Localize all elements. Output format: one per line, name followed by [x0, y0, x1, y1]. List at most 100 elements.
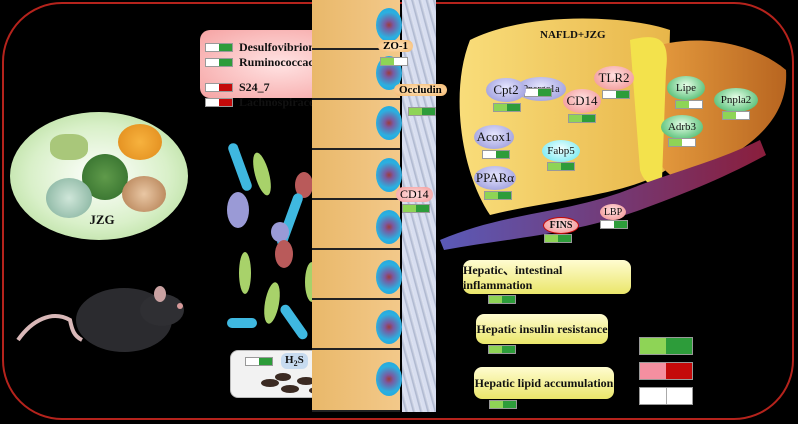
- feces-pellet: [297, 377, 315, 385]
- gene-label: CD14: [566, 93, 598, 108]
- feces-pellet: [275, 373, 291, 381]
- legend-swatch-red: [639, 362, 693, 380]
- indicator: [544, 234, 572, 243]
- feces-pellet: [261, 379, 279, 387]
- herb-leaves: [50, 134, 88, 160]
- nucleus: [376, 106, 402, 140]
- indicator: [205, 98, 233, 107]
- outcome-insulin-resistance: Hepatic insulin resistance: [476, 314, 608, 344]
- flagellated-bacterium: [239, 252, 251, 294]
- outcome-label: Hepatic insulin resistance: [476, 321, 608, 336]
- marker-label: LBP: [603, 206, 623, 218]
- outcome-lipid-accumulation: Hepatic lipid accumulation: [474, 367, 614, 399]
- gene-label: Fabp5: [547, 145, 575, 157]
- indicator: [402, 204, 430, 213]
- outcome-label: Hepatic lipid accumulation: [474, 375, 614, 390]
- indicator: [722, 111, 750, 120]
- nucleus: [376, 310, 402, 344]
- gene-label: Adrb3: [667, 121, 697, 133]
- indicator: [245, 357, 273, 366]
- outcome-label: Hepatic、intestinal inflammation: [463, 263, 563, 292]
- marker-label: FINS: [549, 220, 573, 231]
- marker-lbp: LBP: [600, 204, 626, 220]
- gene-adrb3: Adrb3: [661, 115, 703, 139]
- legend-swatch-green: [639, 337, 693, 355]
- rod-bacterium: [278, 302, 310, 342]
- legend-swatch-white: [639, 387, 693, 405]
- outcome-inflammation: Hepatic、intestinal inflammation: [463, 260, 631, 294]
- nucleus: [376, 158, 402, 192]
- gene-cpt2: Cpt2: [486, 78, 526, 102]
- indicator: [493, 103, 521, 112]
- gene-fabp5: Fabp5: [542, 140, 580, 162]
- epithelial-cell: [312, 350, 402, 412]
- gene-lipe: Lipe: [667, 76, 705, 100]
- indicator: [602, 90, 630, 99]
- epithelial-cell: [312, 150, 402, 200]
- feces-pellet: [281, 385, 299, 393]
- gene-acox1: Acox1: [474, 125, 514, 149]
- indicator: [484, 191, 512, 200]
- epithelial-cell: [312, 300, 402, 350]
- indicator: [205, 58, 233, 67]
- protein-label: Occludin: [394, 84, 447, 96]
- h2s-main: H: [285, 354, 294, 366]
- gene-label: Acox1: [476, 129, 512, 144]
- jzg-label: JZG: [89, 212, 115, 227]
- h2s-sub: 2: [293, 359, 298, 369]
- barrier-protein-cd14: CD14: [396, 187, 433, 213]
- barrier-protein-zo1: ZO-1: [378, 40, 414, 66]
- rod-bacterium: [227, 318, 257, 328]
- rod-bacterium: [226, 141, 254, 193]
- indicator: [408, 107, 436, 116]
- gene-label: TLR2: [598, 70, 630, 85]
- family-name: Ruminococcaceae: [239, 55, 331, 69]
- nucleus: [376, 260, 402, 294]
- gene-label: PPARα: [475, 170, 515, 185]
- gene-label: Cpt2: [493, 82, 519, 97]
- spiky-microbe: [271, 222, 289, 242]
- indicator: [524, 88, 552, 97]
- nucleus: [376, 362, 402, 396]
- marker-fins: FINS: [543, 217, 579, 234]
- indicator: [380, 57, 408, 66]
- spiky-microbe: [275, 240, 293, 268]
- epithelial-cell: [312, 100, 402, 150]
- herb-flowers: [46, 178, 92, 218]
- indicator: [482, 150, 510, 159]
- gene-label: Lipe: [675, 82, 697, 94]
- nucleus: [376, 210, 402, 244]
- indicator: [600, 220, 628, 229]
- herb-slices: [118, 124, 162, 160]
- spiky-microbe: [295, 172, 313, 198]
- indicator: [547, 162, 575, 171]
- gene-ppara: PPARα: [474, 166, 516, 190]
- barrier-protein-occludin: Occludin: [394, 84, 447, 116]
- diagram-title: NAFLD+JZG: [540, 29, 606, 41]
- jzg-herb-plate: JZG: [10, 112, 188, 240]
- epithelial-cell: [312, 200, 402, 250]
- nucleus: [376, 8, 402, 42]
- flagellated-bacterium: [261, 281, 283, 325]
- gene-pnpla2: Pnpla2: [714, 88, 758, 112]
- indicator: [568, 114, 596, 123]
- indicator: [488, 345, 516, 354]
- gene-cd14: CD14: [563, 89, 601, 113]
- mouse-illustration: [16, 286, 184, 352]
- indicator: [489, 400, 517, 409]
- flagellated-bacterium: [249, 150, 275, 198]
- protein-label: ZO-1: [378, 40, 414, 52]
- h2s-label: H2S: [281, 353, 308, 370]
- family-name: S24_7: [239, 80, 270, 94]
- gene-label: Pnpla2: [720, 94, 752, 106]
- indicator: [205, 43, 233, 52]
- indicator: [488, 295, 516, 304]
- indicator: [668, 138, 696, 147]
- h2s-tail: S: [297, 354, 304, 366]
- indicator: [675, 100, 703, 109]
- epithelial-cell: [312, 250, 402, 300]
- indicator: [205, 83, 233, 92]
- gene-tlr2: TLR2: [594, 66, 634, 90]
- protein-label: CD14: [396, 187, 433, 202]
- herb-roots: [122, 176, 166, 212]
